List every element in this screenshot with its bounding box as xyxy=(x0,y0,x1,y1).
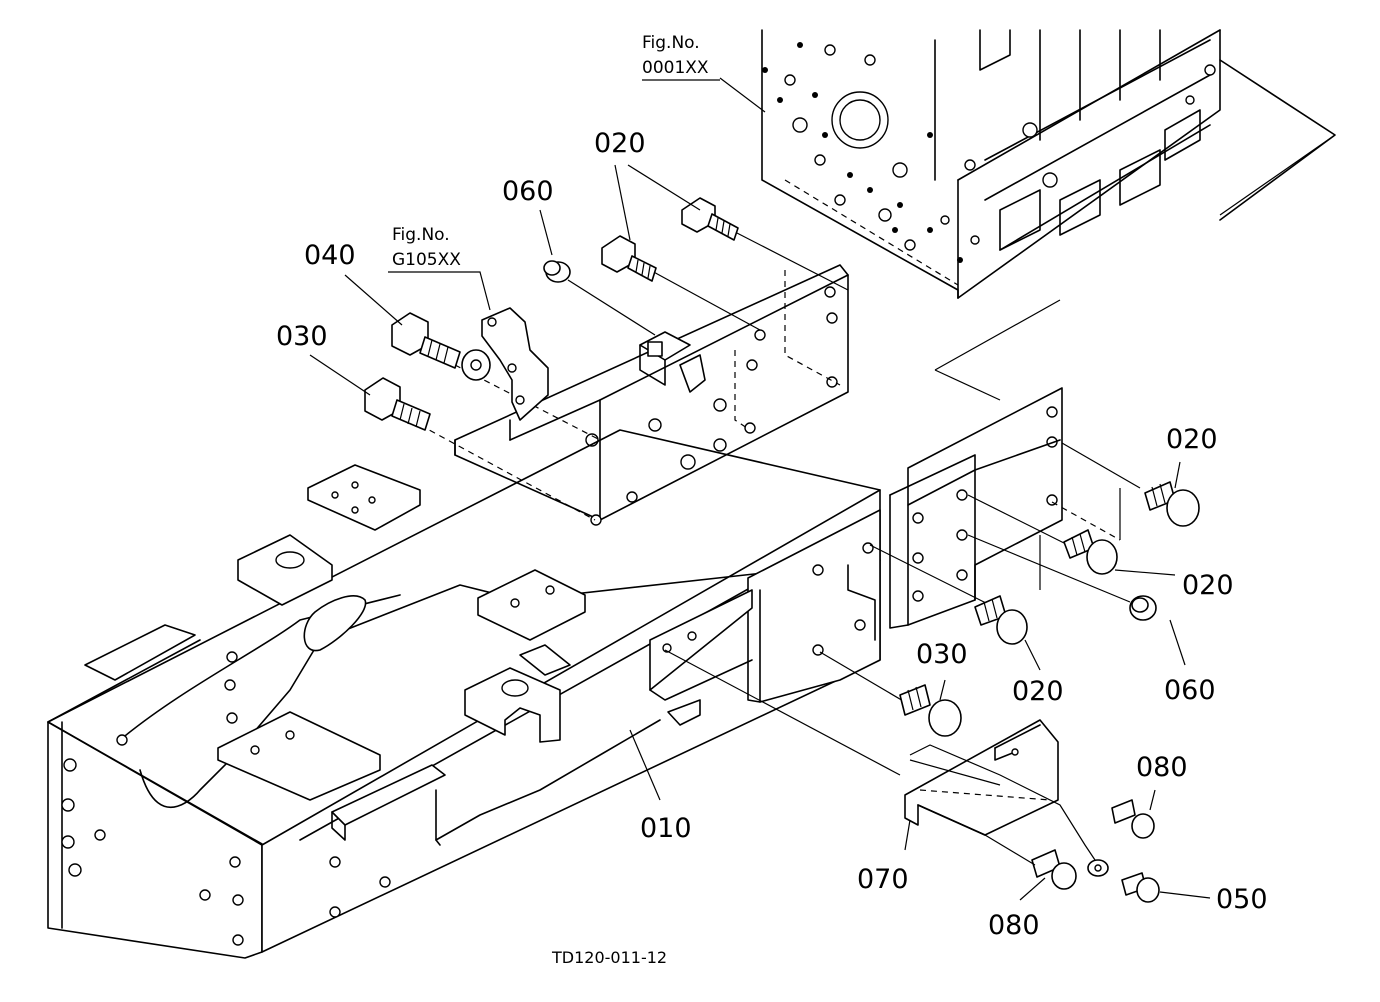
callout-060-right: 060 xyxy=(1164,675,1216,706)
callout-010: 010 xyxy=(640,813,692,844)
callout-050: 050 xyxy=(1216,884,1268,915)
side-rail-upper xyxy=(454,264,849,526)
frame-main-010 xyxy=(47,429,881,959)
engine-block xyxy=(761,29,1336,299)
bolt-020-right-c xyxy=(974,595,1028,645)
callout-070: 070 xyxy=(857,864,909,895)
callout-080-upper: 080 xyxy=(1136,752,1188,783)
bolt-080-lower xyxy=(984,834,1077,890)
bolt-040 xyxy=(391,312,491,381)
drawing-code: TD120-011-12 xyxy=(551,948,667,967)
bolt-030-lower xyxy=(899,684,962,737)
fig-ref-label: Fig.No. xyxy=(392,225,450,245)
fig-ref-number: 0001XX xyxy=(642,58,709,78)
callout-040: 040 xyxy=(304,240,356,271)
fig-ref-number: G105XX xyxy=(392,250,461,270)
callout-020-upper: 020 xyxy=(594,128,646,159)
bolt-020-upper-b xyxy=(601,235,657,282)
collar-060-right xyxy=(1129,595,1157,621)
collar-060-upper xyxy=(543,260,571,283)
leader-lines xyxy=(309,77,1211,901)
bolt-020-right-a xyxy=(1144,481,1200,527)
callout-020-right-top: 020 xyxy=(1166,424,1218,455)
callout-020-right-low: 020 xyxy=(1012,676,1064,707)
callout-060-upper: 060 xyxy=(502,176,554,207)
bolt-080-upper xyxy=(1111,799,1155,839)
bolt-020-right-b xyxy=(1063,529,1118,575)
callout-080-lower: 080 xyxy=(988,910,1040,941)
bolt-020-upper-a xyxy=(681,197,739,241)
bolt-030-upper xyxy=(364,377,431,431)
callout-030-upper: 030 xyxy=(276,321,328,352)
fig-ref-label: Fig.No. xyxy=(642,33,700,53)
callout-030-lower: 030 xyxy=(916,639,968,670)
figure-reference-0001xx: Fig.No. 0001XX xyxy=(642,33,709,78)
callout-020-right-mid: 020 xyxy=(1182,570,1234,601)
figure-reference-g105xx: Fig.No. G105XX xyxy=(392,225,461,270)
bracket-g105 xyxy=(481,307,549,421)
front-end-block xyxy=(889,387,1063,629)
screw-050 xyxy=(1121,872,1160,903)
cover-plate-070 xyxy=(904,719,1109,877)
